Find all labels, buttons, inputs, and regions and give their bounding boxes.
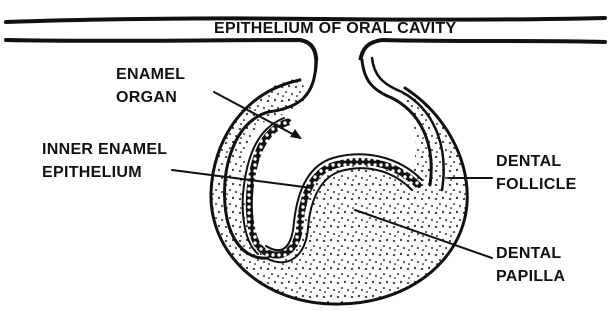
label-dental-follicle-line1: DENTAL [496,153,562,170]
label-dental-follicle-line2: FOLLICLE [496,176,577,193]
oral-epithelium-bottom-line-right [360,40,605,62]
label-dental-papilla-line1: DENTAL [496,245,562,262]
label-inner-enamel-epithelium-line1: INNER ENAMEL [42,141,167,158]
label-inner-enamel-epithelium-line2: EPITHELIUM [42,164,142,181]
label-epithelium-of-oral-cavity: EPITHELIUM OF ORAL CAVITY [214,20,456,37]
label-enamel-organ-line2: ORGAN [116,89,177,106]
label-dental-papilla-line2: PAPILLA [496,268,566,285]
label-enamel-organ-line1: ENAMEL [116,66,185,83]
